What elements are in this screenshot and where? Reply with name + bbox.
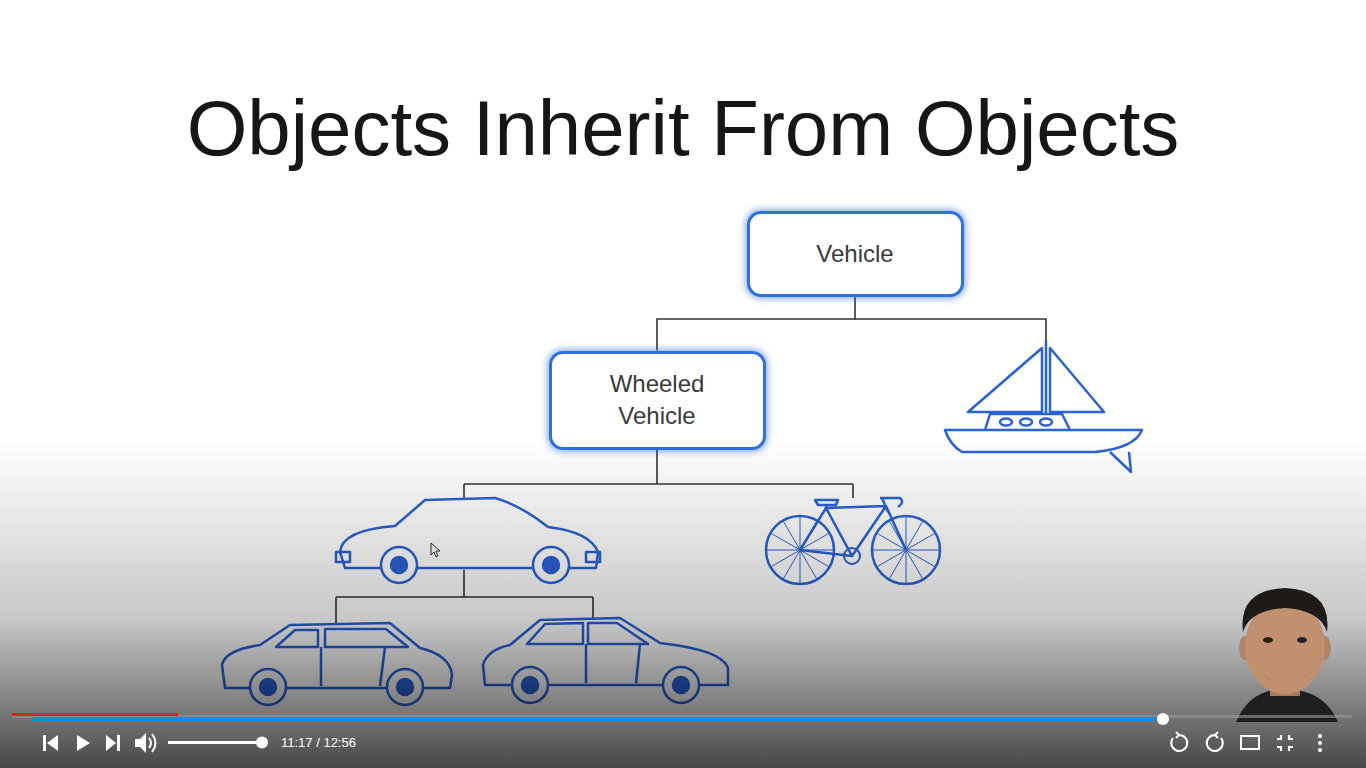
volume-icon <box>149 734 156 752</box>
fullscreen-exit-icon <box>1277 735 1293 751</box>
boat-porthole <box>1040 419 1052 426</box>
menu-icon <box>1318 741 1322 745</box>
box-body: Wheeled Vehicle <box>587 368 727 433</box>
forward-icon <box>1207 732 1223 751</box>
boat-porthole <box>1000 419 1012 426</box>
play-icon <box>77 735 90 751</box>
prev-icon <box>43 735 46 751</box>
replay-icon <box>1171 732 1187 751</box>
class-box: Wheeled Vehicle <box>549 351 766 450</box>
boat-jib <box>968 348 1042 412</box>
presenter-hair <box>1243 588 1328 632</box>
volume-slider <box>168 741 262 744</box>
boat-mast <box>1045 340 1048 414</box>
time-display: 11:17 / 12:56 <box>281 735 356 751</box>
box-body: Vehicle <box>816 238 893 270</box>
presenter-beard <box>1256 668 1314 684</box>
presenter-eye <box>1297 637 1307 643</box>
presenter-eye <box>1263 637 1273 643</box>
progress-bar <box>33 717 1163 721</box>
prev-icon <box>47 735 58 751</box>
menu-icon <box>1318 748 1322 752</box>
menu-icon <box>1318 734 1322 738</box>
next-icon <box>117 735 120 751</box>
progress-knob <box>1157 713 1169 725</box>
slide-title: Objects Inherit From Objects <box>0 89 1366 167</box>
next-icon <box>106 735 116 751</box>
tree-line <box>855 319 1046 340</box>
volume-icon <box>135 733 146 753</box>
box-label: Wheeled Vehicle <box>587 368 727 433</box>
progress-played <box>12 713 178 716</box>
boat-cabin <box>985 414 1070 430</box>
boat-sail <box>1050 348 1104 412</box>
theater-icon <box>1241 736 1259 749</box>
class-box: Vehicle <box>747 211 964 297</box>
tree-connector <box>657 297 855 351</box>
box-label: Vehicle <box>816 238 893 270</box>
player-shade <box>0 440 1366 768</box>
volume-knob <box>256 737 268 749</box>
boat-porthole <box>1020 419 1032 426</box>
